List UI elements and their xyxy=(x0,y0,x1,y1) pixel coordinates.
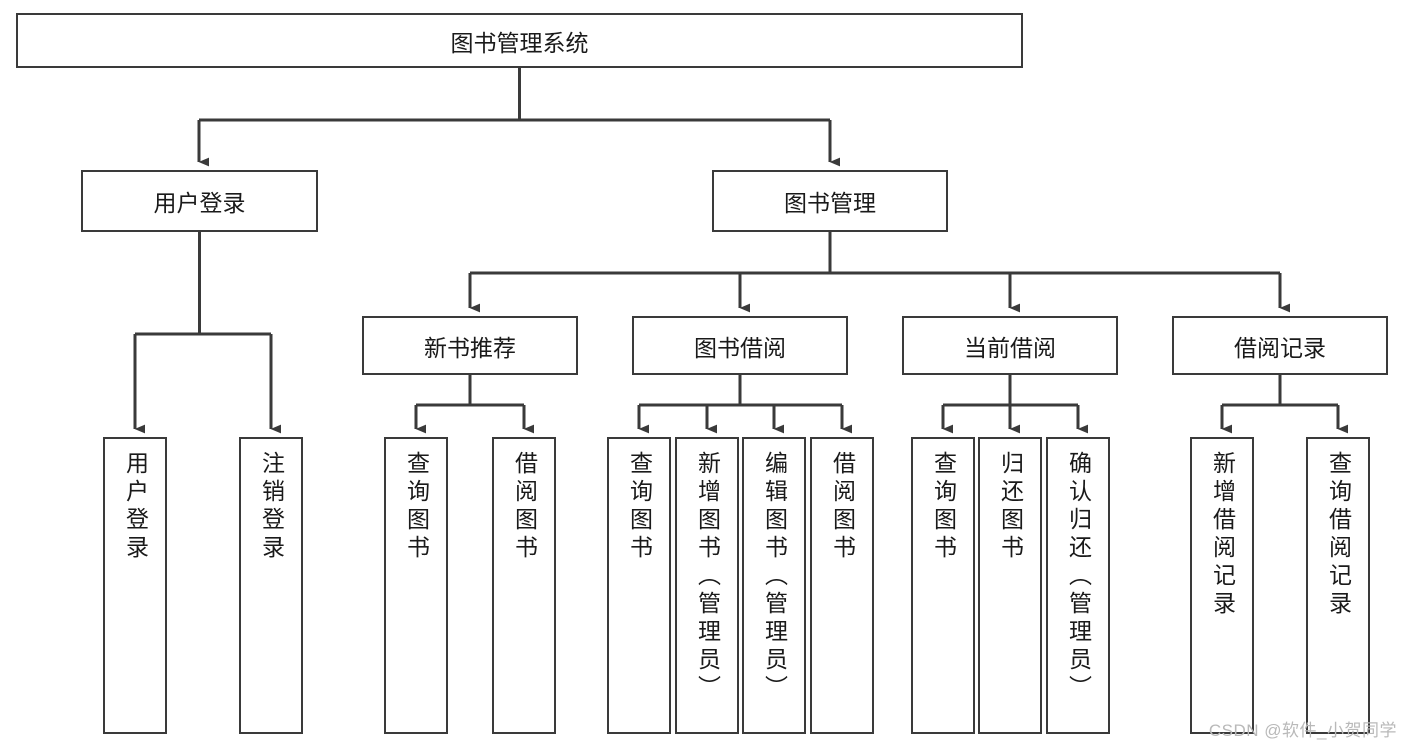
node-label: 借阅图书 xyxy=(511,451,538,563)
leaf-query-book-current[interactable]: 查询图书 xyxy=(911,437,975,734)
node-label: 编辑图书（管理员） xyxy=(761,451,788,703)
node-borrow-records[interactable]: 借阅记录 xyxy=(1172,316,1388,375)
node-root-library-system[interactable]: 图书管理系统 xyxy=(16,13,1023,68)
leaf-borrow-book-recommend[interactable]: 借阅图书 xyxy=(492,437,556,734)
node-label: 查询借阅记录 xyxy=(1325,451,1352,619)
node-label: 用户登录 xyxy=(122,451,149,563)
node-label: 图书管理系统 xyxy=(450,29,589,56)
leaf-query-book-recommend[interactable]: 查询图书 xyxy=(384,437,448,734)
node-label: 当前借阅 xyxy=(964,334,1056,361)
leaf-query-book-borrow[interactable]: 查询图书 xyxy=(607,437,671,734)
leaf-confirm-return-admin[interactable]: 确认归还（管理员） xyxy=(1046,437,1110,734)
node-book-management[interactable]: 图书管理 xyxy=(712,170,948,232)
node-label: 借阅记录 xyxy=(1234,334,1326,361)
node-label: 查询图书 xyxy=(403,451,430,563)
leaf-query-borrow-record[interactable]: 查询借阅记录 xyxy=(1306,437,1370,734)
leaf-borrow-book[interactable]: 借阅图书 xyxy=(810,437,874,734)
node-label: 图书管理 xyxy=(784,190,876,216)
leaf-logout[interactable]: 注销登录 xyxy=(239,437,303,734)
leaf-return-book[interactable]: 归还图书 xyxy=(978,437,1042,734)
node-book-borrow[interactable]: 图书借阅 xyxy=(632,316,848,375)
node-user-login[interactable]: 用户登录 xyxy=(81,170,318,232)
node-label: 注销登录 xyxy=(258,451,285,563)
node-label: 确认归还（管理员） xyxy=(1065,451,1092,703)
node-new-book-recommend[interactable]: 新书推荐 xyxy=(362,316,578,375)
leaf-add-book-admin[interactable]: 新增图书（管理员） xyxy=(675,437,739,734)
node-label: 归还图书 xyxy=(997,451,1024,563)
node-label: 借阅图书 xyxy=(829,451,856,563)
node-current-borrow[interactable]: 当前借阅 xyxy=(902,316,1118,375)
node-label: 新增图书（管理员） xyxy=(694,451,721,703)
node-label: 新书推荐 xyxy=(424,334,516,361)
node-label: 新增借阅记录 xyxy=(1209,451,1236,619)
csdn-watermark: CSDN @软件_小贺同学 xyxy=(1208,721,1397,740)
node-label: 图书借阅 xyxy=(694,334,786,361)
leaf-user-login[interactable]: 用户登录 xyxy=(103,437,167,734)
node-label: 查询图书 xyxy=(626,451,653,563)
node-label: 查询图书 xyxy=(930,451,957,563)
leaf-edit-book-admin[interactable]: 编辑图书（管理员） xyxy=(742,437,806,734)
leaf-add-borrow-record[interactable]: 新增借阅记录 xyxy=(1190,437,1254,734)
node-label: 用户登录 xyxy=(153,190,246,216)
